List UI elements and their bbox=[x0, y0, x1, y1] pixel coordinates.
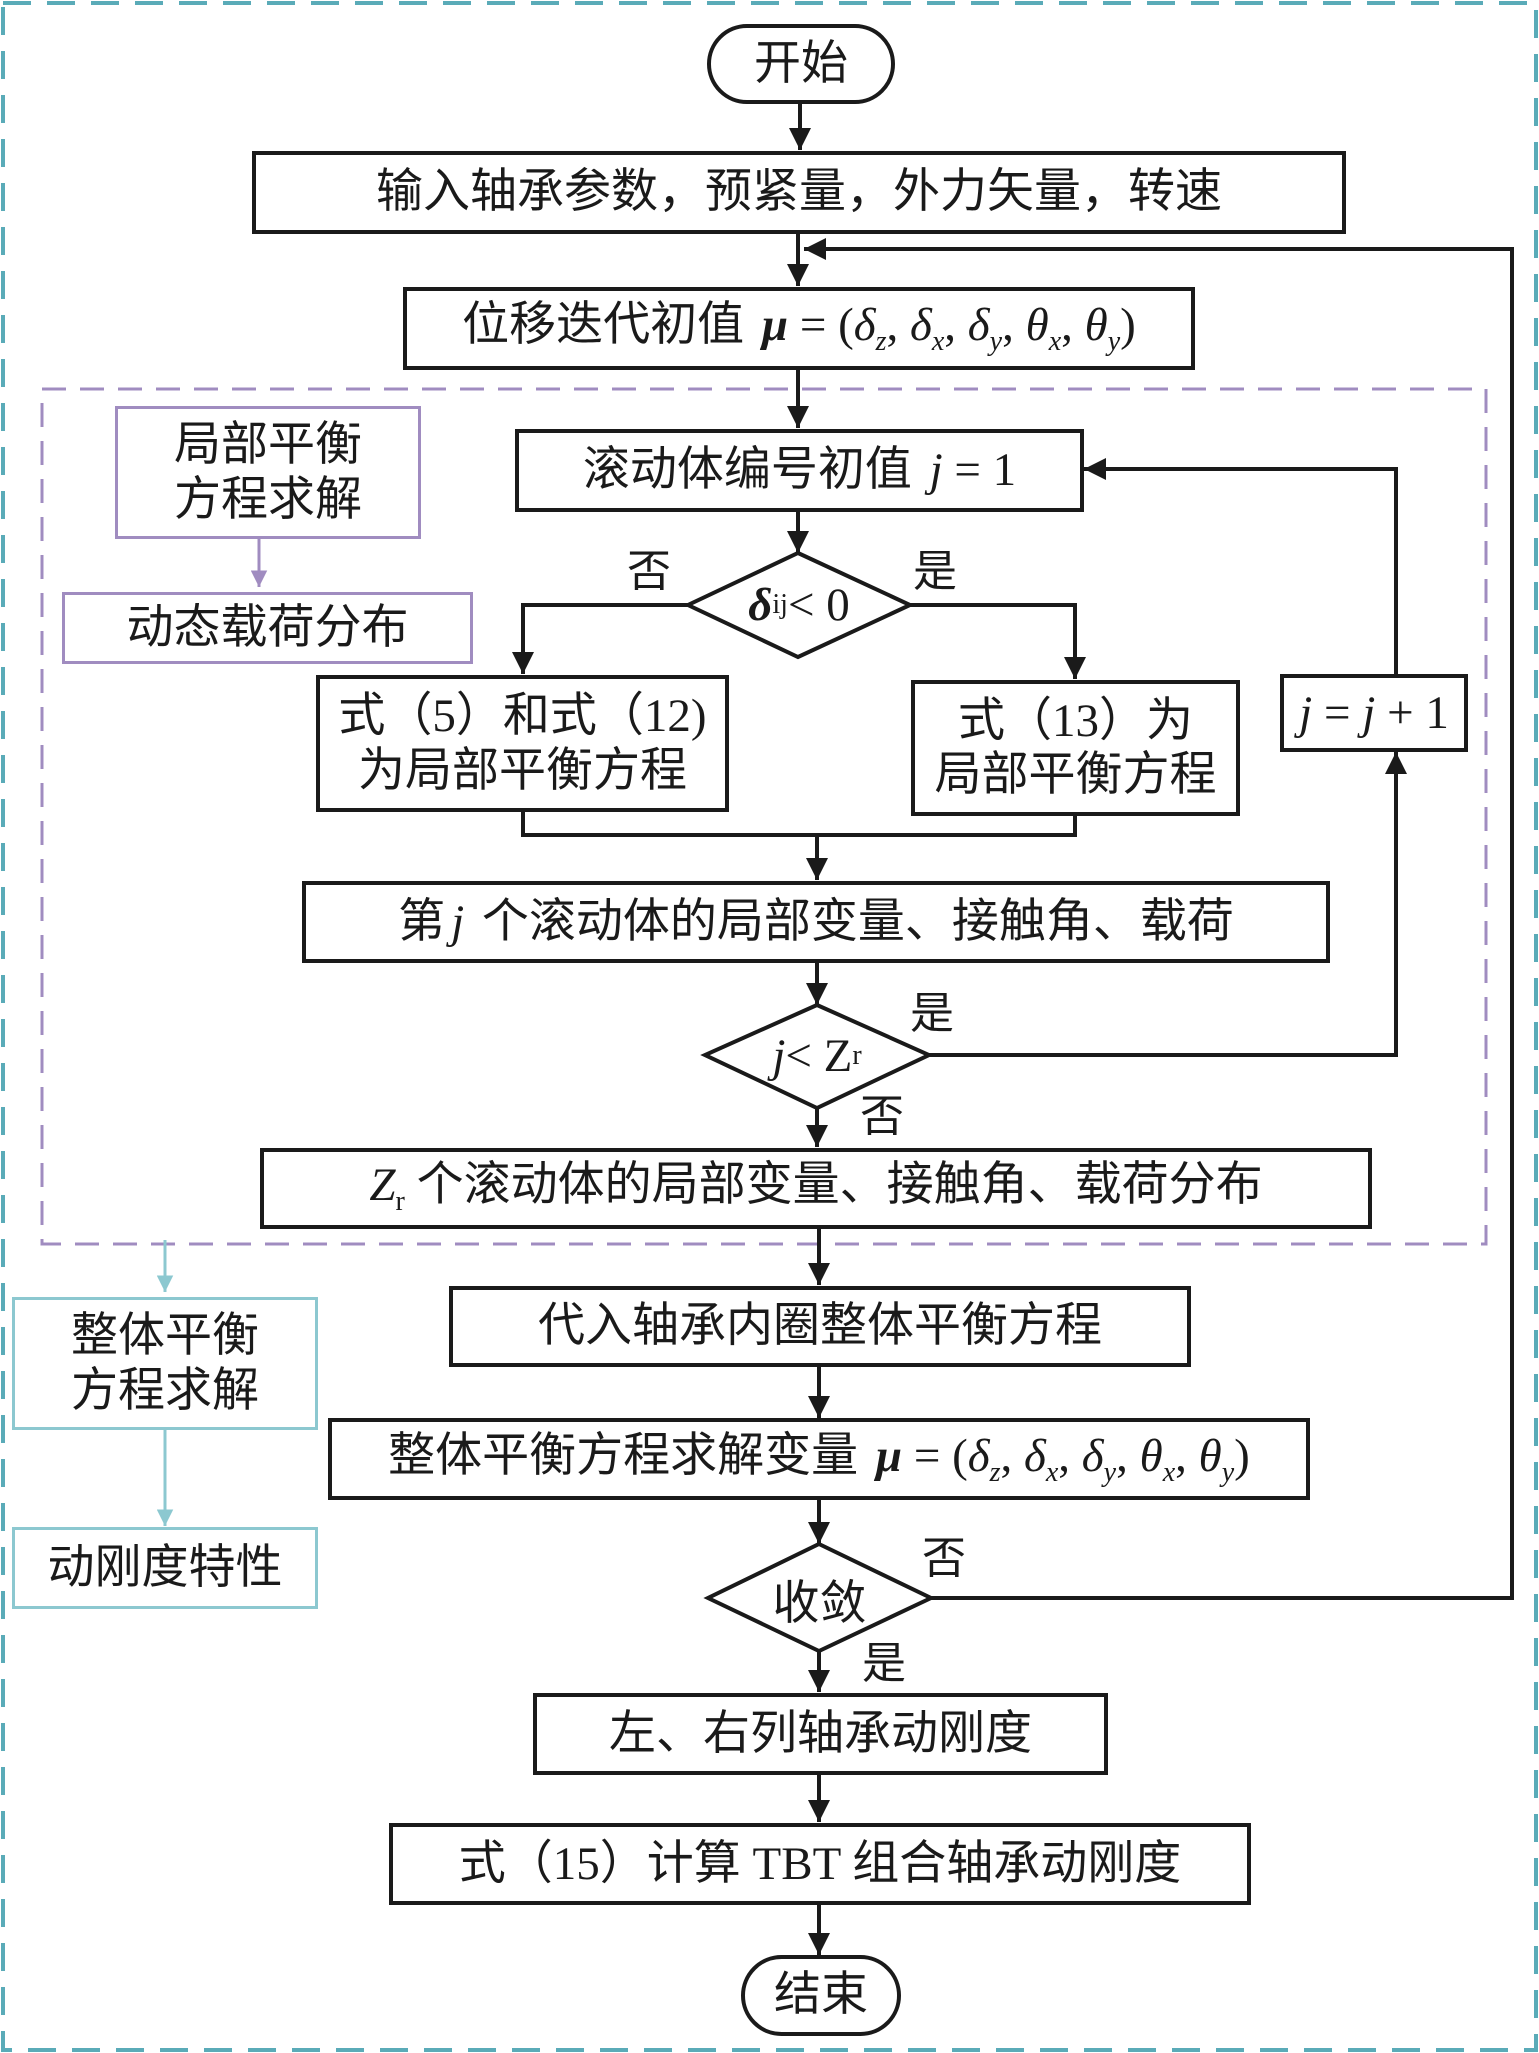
decision1-no-label: 否 bbox=[627, 547, 671, 596]
arrow-decision2-yes bbox=[929, 752, 1407, 1057]
legend-local-solve-box: 局部平衡 方程求解 bbox=[115, 406, 421, 539]
decision1-yes-label: 是 bbox=[913, 547, 957, 596]
increment-j-box: j = j + 1 bbox=[1280, 674, 1468, 752]
legend-global-line1: 整体平衡 bbox=[71, 1310, 259, 1363]
end-label: 结束 bbox=[774, 1969, 868, 2022]
increment-j-text: j = j + 1 bbox=[1299, 686, 1449, 739]
end-terminator: 结束 bbox=[741, 1955, 901, 2036]
global-solve-box: 整体平衡方程求解变量 μ = (δz, δx, δy, θx, θy) bbox=[328, 1418, 1310, 1500]
substitute-equation-text: 代入轴承内圈整体平衡方程 bbox=[538, 1300, 1102, 1353]
start-terminator: 开始 bbox=[707, 24, 895, 104]
displacement-init-text: 位移迭代初值 μ = (δz, δx, δy, θx, θy) bbox=[462, 299, 1136, 358]
local-equation-left-line1: 式（5）和式（12) bbox=[338, 690, 707, 743]
roller-index-init-box: 滚动体编号初值 j = 1 bbox=[515, 429, 1084, 512]
tbt-stiffness-text: 式（15）计算 TBT 组合轴承动刚度 bbox=[458, 1837, 1182, 1890]
global-solve-text: 整体平衡方程求解变量 μ = (δz, δx, δy, θx, θy) bbox=[388, 1429, 1250, 1488]
substitute-equation-box: 代入轴承内圈整体平衡方程 bbox=[449, 1286, 1191, 1367]
decision-delta-diamond bbox=[683, 550, 915, 660]
legend-dynamic-load-text: 动态载荷分布 bbox=[126, 601, 409, 654]
input-parameters-box: 输入轴承参数，预紧量，外力矢量，转速 bbox=[252, 151, 1346, 234]
displacement-init-box: 位移迭代初值 μ = (δz, δx, δy, θx, θy) bbox=[403, 287, 1195, 370]
decision2-yes-label: 是 bbox=[910, 989, 954, 1038]
lr-stiffness-box: 左、右列轴承动刚度 bbox=[533, 1693, 1108, 1775]
legend-dynamic-load-box: 动态载荷分布 bbox=[62, 592, 473, 664]
decision3-yes-label: 是 bbox=[862, 1639, 906, 1688]
legend-global-solve-box: 整体平衡 方程求解 bbox=[12, 1297, 318, 1430]
legend-dynamic-stiffness-text: 动刚度特性 bbox=[47, 1541, 283, 1594]
arrow-decision3-no bbox=[804, 238, 1514, 1600]
local-region-border bbox=[40, 387, 1488, 1246]
decision2-no-label: 否 bbox=[860, 1092, 904, 1141]
decision-converge-diamond bbox=[703, 1541, 936, 1654]
local-equation-right-line2: 局部平衡方程 bbox=[934, 749, 1217, 801]
legend-global-line2: 方程求解 bbox=[71, 1364, 259, 1417]
mu-symbol: μ bbox=[761, 299, 789, 352]
legend-local-line2: 方程求解 bbox=[174, 473, 362, 526]
arrow-increment-roller bbox=[1084, 458, 1398, 674]
tbt-stiffness-box: 式（15）计算 TBT 组合轴承动刚度 bbox=[389, 1823, 1251, 1905]
decision-converge-text: 收敛 bbox=[772, 1577, 867, 1630]
zr-rollers-text: Zr 个滚动体的局部变量、接触角、载荷分布 bbox=[369, 1159, 1263, 1218]
local-equation-left-line2: 为局部平衡方程 bbox=[358, 744, 687, 797]
lr-stiffness-text: 左、右列轴承动刚度 bbox=[609, 1707, 1032, 1760]
decision-j-diamond bbox=[700, 1002, 934, 1111]
merge-line bbox=[521, 811, 1077, 837]
input-parameters-text: 输入轴承参数，预紧量，外力矢量，转速 bbox=[376, 166, 1222, 219]
legend-dynamic-stiffness-box: 动刚度特性 bbox=[12, 1527, 318, 1609]
local-equation-left-box: 式（5）和式（12) 为局部平衡方程 bbox=[316, 675, 729, 812]
arrow-decision1-yes bbox=[910, 603, 1086, 679]
legend-local-line1: 局部平衡 bbox=[174, 419, 362, 472]
local-equation-right-box: 式（13）为 局部平衡方程 bbox=[911, 680, 1240, 816]
zr-rollers-box: Zr 个滚动体的局部变量、接触角、载荷分布 bbox=[260, 1148, 1372, 1229]
roller-index-init-text: 滚动体编号初值 j = 1 bbox=[582, 444, 1017, 497]
decision3-no-label: 否 bbox=[922, 1534, 966, 1583]
local-equation-right-line1: 式（13）为 bbox=[958, 694, 1193, 747]
arrow-decision1-no bbox=[512, 603, 688, 674]
start-label: 开始 bbox=[754, 37, 848, 90]
